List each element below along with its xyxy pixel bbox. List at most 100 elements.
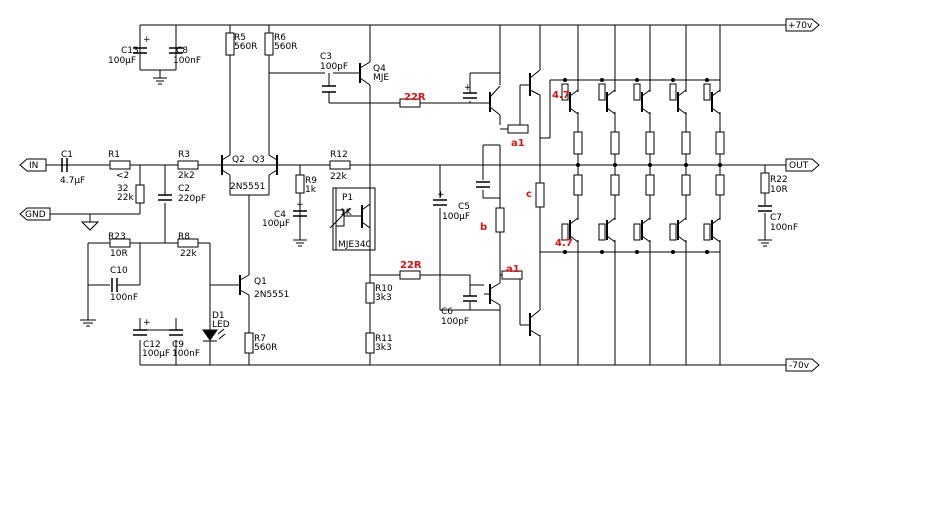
resistor-r10 — [365, 282, 375, 304]
output-col-3-pnp-emitter — [641, 217, 651, 225]
port-out: OUT — [785, 158, 820, 172]
resistor-r8 — [177, 238, 199, 248]
label-r5-val: 560R — [234, 42, 257, 52]
output-col-2-pnp-emitter — [606, 217, 616, 225]
output-col-4-npn-collector — [677, 89, 687, 97]
output-col-5-bias-junction-top — [705, 78, 709, 82]
cap-polarity: ++ ++ + — [143, 35, 472, 328]
output-col-5-pnp-collector — [711, 235, 721, 243]
port-gnd-label: GND — [25, 210, 46, 220]
label-d1-val: LED — [212, 320, 230, 330]
output-col-4-emitter-resistor-top — [681, 131, 691, 155]
label-c1-val: 4.7µF — [60, 176, 85, 186]
output-col-2-emitter-resistor-bottom — [610, 174, 620, 196]
label-r12-ref: R12 — [330, 150, 348, 160]
resistor-r23 — [109, 238, 131, 248]
port-in: IN — [19, 158, 47, 172]
label-r1-val: <2 — [116, 171, 129, 181]
resistor-r12 — [329, 160, 351, 170]
svg-text:+: + — [143, 318, 151, 328]
output-col-4-base-resistor-top — [669, 83, 677, 101]
label-c9-val: 100nF — [172, 349, 200, 359]
output-col-5-junction — [718, 163, 722, 167]
output-col-1-npn-emitter — [569, 107, 579, 115]
label-r6-ref: R6 — [274, 33, 286, 43]
label-r3-val: 2k2 — [178, 171, 195, 181]
label-r5-ref: R5 — [234, 33, 246, 43]
port-in-label: IN — [29, 161, 38, 171]
port-gnd: GND — [19, 207, 51, 221]
output-col-2-emitter-resistor-top — [610, 131, 620, 155]
label-r32-val: 22k — [117, 193, 134, 203]
output-col-3-junction — [648, 163, 652, 167]
label-r23-ref: R23 — [108, 232, 126, 242]
output-col-2-bias-junction-bottom — [600, 250, 604, 254]
output-col-3-pnp-collector — [641, 235, 651, 243]
output-col-3-base-resistor-bottom — [633, 223, 641, 241]
resistors — [109, 32, 770, 354]
capacitors — [61, 25, 772, 336]
label-c9-ref: C9 — [172, 340, 184, 350]
label-c1-ref: C1 — [61, 150, 73, 160]
output-col-1-pnp-emitter — [569, 217, 579, 225]
output-col-4-base-resistor-bottom — [669, 223, 677, 241]
bias-module-box — [332, 187, 376, 251]
label-q1-ref: Q1 — [254, 277, 267, 287]
svg-text:+: + — [464, 83, 472, 93]
label-r6-val: 560R — [274, 42, 297, 52]
label-r10-ref: R10 — [375, 284, 393, 294]
resistor-r32 — [135, 184, 145, 204]
resistor-r6 — [264, 32, 274, 56]
output-col-1-emitter-resistor-bottom — [573, 174, 583, 196]
label-c6-ref: C6 — [441, 307, 453, 317]
transistors — [210, 61, 541, 337]
svg-text:+: + — [143, 35, 151, 45]
part-labels: C13 100µF C8 100nF R5 560R R6 560R C3 10… — [60, 33, 798, 359]
label-c6-val: 100pF — [441, 317, 469, 327]
label-b: b — [480, 222, 487, 233]
label-q4-ref: Q4 — [373, 64, 386, 74]
output-col-4-pnp-emitter — [677, 217, 687, 225]
label-c2-ref: C2 — [178, 184, 190, 194]
output-col-2-bias-junction-top — [600, 78, 604, 82]
label-r11-ref: R11 — [375, 334, 393, 344]
output-col-3-bias-junction-top — [635, 78, 639, 82]
output-col-5-base-resistor-bottom — [703, 223, 711, 241]
label-c: c — [526, 189, 532, 200]
label-4-7-top: 4.7 — [552, 90, 570, 101]
rail-negative-label: -70v — [789, 361, 810, 371]
label-r9-val: 1k — [305, 185, 317, 195]
label-r7-val: 560R — [254, 343, 277, 353]
resistor-c — [535, 182, 545, 208]
label-c2-val: 220pF — [178, 194, 206, 204]
output-col-1-npn-collector — [569, 89, 579, 97]
label-q4-val: MJE — [373, 73, 389, 83]
output-col-2-base-resistor-top — [598, 83, 606, 101]
label-c5-val: 100µF — [442, 212, 470, 222]
output-col-4-bias-junction-top — [671, 78, 675, 82]
label-c12-val: 100µF — [142, 349, 170, 359]
output-col-3-bias-junction-bottom — [635, 250, 639, 254]
output-col-1-bias-junction-bottom — [563, 250, 567, 254]
resistor-b — [495, 207, 505, 233]
output-col-2-base-resistor-bottom — [598, 223, 606, 241]
label-a1-top: a1 — [511, 138, 525, 149]
output-col-5-base-resistor-top — [703, 83, 711, 101]
label-r9-ref: R9 — [305, 176, 317, 186]
ground-symbols — [80, 77, 772, 327]
red-labels: 22R 22R a1 a1 b c 4.7 4.7 — [400, 90, 573, 275]
label-c5-ref: C5 — [458, 202, 470, 212]
label-r10-val: 3k3 — [375, 293, 392, 303]
output-col-2-npn-emitter — [606, 107, 616, 115]
output-col-2-junction — [613, 163, 617, 167]
resistor-r9 — [295, 174, 305, 194]
output-col-4-npn-emitter — [677, 107, 687, 115]
label-r22-val: 10R — [770, 185, 788, 195]
label-p1-val: 1K — [340, 208, 353, 218]
label-r3-ref: R3 — [178, 150, 190, 160]
output-col-1-emitter-resistor-top — [573, 131, 583, 155]
output-col-5-emitter-resistor-top — [715, 131, 725, 155]
resistor-r11 — [365, 332, 375, 354]
label-c10-val: 100nF — [110, 293, 138, 303]
label-q2: Q2 — [232, 155, 245, 165]
